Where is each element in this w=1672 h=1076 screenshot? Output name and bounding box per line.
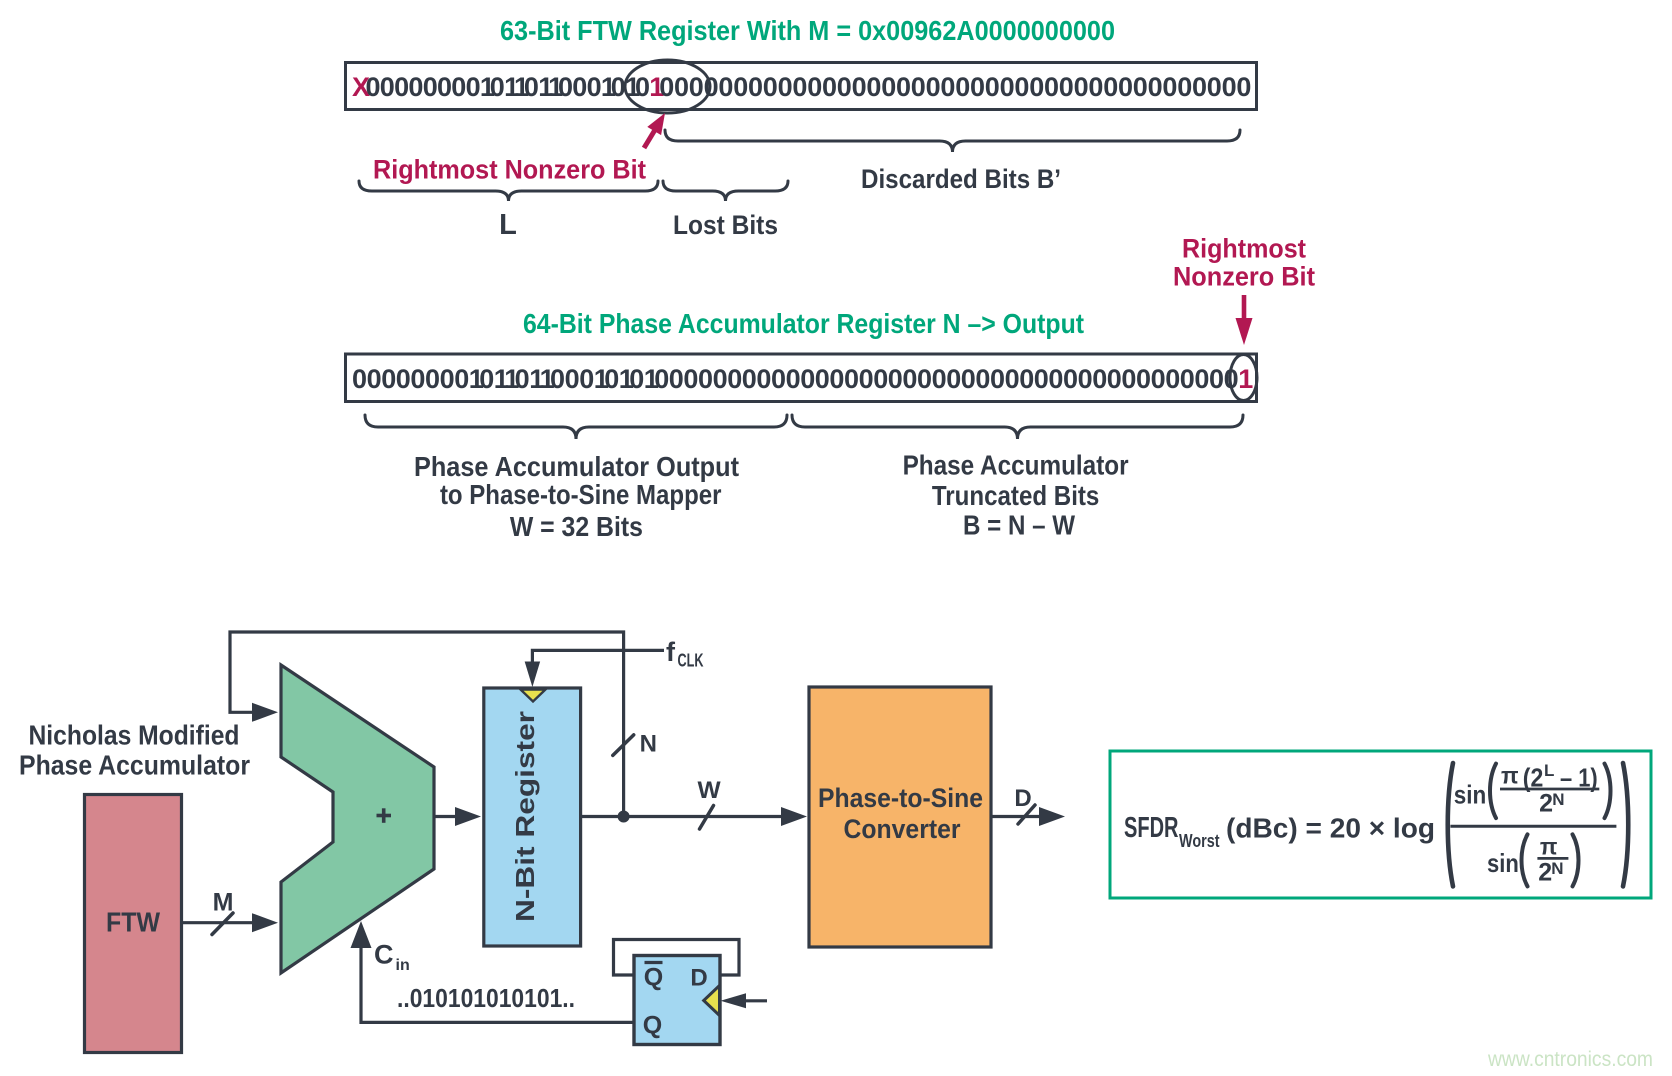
svg-text:f: f [666,637,676,667]
svg-text:CLK: CLK [678,651,704,671]
svg-text:– 1): – 1) [1560,763,1598,793]
svg-text:W = 32 Bits: W = 32 Bits [510,511,643,542]
svg-text:63-Bit FTW Register With M = 0: 63-Bit FTW Register With M = 0x00962A000… [500,15,1115,46]
svg-text:X00000000101101100010101000000: X000000001011011000101010000000000000000… [352,72,1251,102]
svg-text:π: π [1501,762,1519,788]
svg-text:Phase Accumulator: Phase Accumulator [19,750,250,781]
svg-text:D: D [1014,785,1031,812]
svg-text:(dBc) = 20 × log: (dBc) = 20 × log [1226,813,1435,844]
svg-text:N-Bit Register: N-Bit Register [510,711,540,922]
svg-text:Discarded Bits B’: Discarded Bits B’ [861,164,1061,194]
svg-text:to Phase-to-Sine Mapper: to Phase-to-Sine Mapper [440,479,722,510]
svg-text:L: L [499,209,517,241]
svg-text:000000001011011000101010000000: 0000000010110110001010100000000000000000… [352,364,1253,394]
svg-text:π: π [1540,834,1558,860]
svg-text:M: M [213,889,234,917]
svg-text:..010101010101..: ..010101010101.. [397,985,575,1013]
svg-text:in: in [396,957,410,974]
svg-text:FTW: FTW [106,907,161,938]
svg-text:Lost Bits: Lost Bits [673,210,778,240]
svg-text:64-Bit Phase Accumulator Regis: 64-Bit Phase Accumulator Register N –> O… [523,308,1084,339]
svg-text:Phase Accumulator: Phase Accumulator [903,450,1129,481]
svg-text:(2: (2 [1523,763,1544,793]
svg-text:Nicholas Modified: Nicholas Modified [29,720,240,751]
svg-text:sin: sin [1487,848,1519,878]
svg-text:Q: Q [643,1012,662,1040]
svg-text:2: 2 [1538,859,1552,887]
svg-text:2: 2 [1539,790,1553,818]
svg-text:sin: sin [1454,779,1487,809]
svg-text:Rightmost Nonzero Bit: Rightmost Nonzero Bit [373,155,646,185]
svg-text:Worst: Worst [1179,831,1220,851]
svg-text:Q: Q [644,964,663,992]
svg-text:N: N [1551,859,1563,878]
svg-text:N: N [640,731,657,758]
svg-text:L: L [1544,761,1554,780]
svg-text:D: D [690,965,707,992]
svg-text:Truncated Bits: Truncated Bits [932,480,1100,511]
svg-text:Converter: Converter [844,814,961,844]
svg-text:Nonzero Bit: Nonzero Bit [1173,262,1315,292]
svg-text:Rightmost: Rightmost [1182,234,1306,264]
svg-text:Phase-to-Sine: Phase-to-Sine [818,783,983,813]
svg-text:www.cntronics.com: www.cntronics.com [1487,1048,1653,1071]
svg-text:Phase Accumulator Output: Phase Accumulator Output [414,451,739,482]
svg-text:B = N – W: B = N – W [963,510,1075,541]
svg-text:W: W [697,777,721,804]
svg-text:N: N [1552,790,1564,809]
svg-text:SFDR: SFDR [1124,812,1179,844]
svg-text:C: C [374,940,394,970]
